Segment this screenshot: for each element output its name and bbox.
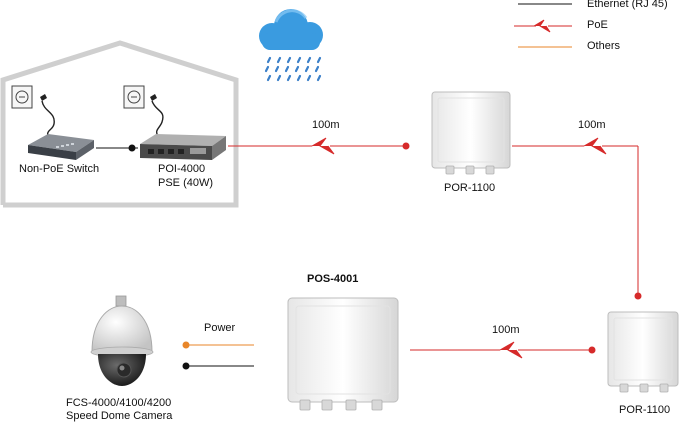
distance-label: 100m	[312, 119, 340, 131]
splitter-device-icon	[287, 297, 399, 411]
injector-spec-label: PSE (40W)	[158, 177, 214, 189]
poe-link	[410, 341, 596, 359]
power-link	[182, 341, 254, 349]
legend-others-label: Others	[587, 40, 621, 52]
dome-camera-icon	[90, 295, 154, 386]
poe-link	[228, 137, 410, 155]
legend-poe-line	[514, 19, 572, 33]
poe-link	[512, 137, 642, 300]
power-label: Power	[204, 322, 236, 334]
camera-type-label: Speed Dome Camera	[66, 410, 173, 422]
ethernet-link	[182, 362, 254, 370]
house-outline	[0, 40, 239, 208]
repeater-device-icon	[607, 311, 679, 393]
poe-injector-icon	[140, 134, 226, 160]
rain-cloud-icon	[259, 9, 323, 82]
legend-ethernet-label: Ethernet (RJ 45)	[587, 0, 668, 10]
repeater-device-icon	[431, 91, 511, 175]
legend-poe-label: PoE	[587, 19, 608, 31]
distance-label: 100m	[578, 119, 606, 131]
repeater-bottom-label: POR-1100	[619, 404, 671, 416]
ethernet-link	[96, 144, 138, 152]
switch-label: Non-PoE Switch	[19, 163, 100, 175]
injector-model-label: POI-4000	[158, 163, 206, 175]
power-outlet-icon	[123, 85, 164, 137]
distance-label: 100m	[492, 324, 520, 336]
repeater-top-label: POR-1100	[444, 182, 496, 194]
legend	[514, 3, 572, 48]
camera-model-label: FCS-4000/4100/4200	[66, 397, 172, 409]
switch-device-icon	[28, 134, 94, 160]
power-outlet-icon	[11, 85, 55, 137]
splitter-label: POS-4001	[307, 273, 359, 285]
